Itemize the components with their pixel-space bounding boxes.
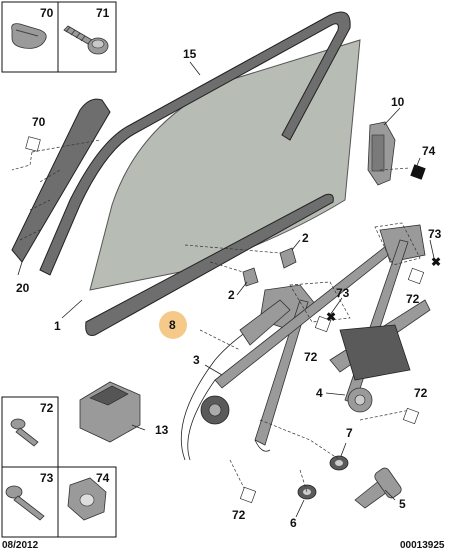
label-20: 20 bbox=[16, 281, 30, 295]
nut-74-icon bbox=[67, 477, 107, 521]
bracket-10 bbox=[367, 121, 396, 186]
label-72-b: 72 bbox=[304, 350, 318, 364]
label-72-c: 72 bbox=[414, 386, 428, 400]
label-72-d: 72 bbox=[232, 508, 246, 522]
label-15: 15 bbox=[183, 47, 197, 61]
x-mark-73-b: ✖ bbox=[326, 310, 336, 324]
highlight-circle-8 bbox=[159, 311, 187, 339]
belt-seal-8 bbox=[85, 193, 334, 336]
label-5: 5 bbox=[399, 497, 406, 511]
footer-reference: 00013925 bbox=[400, 540, 445, 551]
legend-cells-top: 70 71 bbox=[1, 1, 117, 73]
label-70: 70 bbox=[32, 115, 46, 129]
window-regulator-3 bbox=[180, 234, 406, 461]
label-73-a: 73 bbox=[428, 227, 442, 241]
label-2-b: 2 bbox=[228, 288, 235, 302]
part-74-square bbox=[410, 164, 426, 180]
label-73-b: 73 bbox=[336, 286, 350, 300]
label-7: 7 bbox=[346, 426, 353, 440]
footer-date: 08/2012 bbox=[2, 540, 39, 551]
washer-7 bbox=[329, 455, 349, 471]
dashed-box-4 bbox=[402, 407, 420, 425]
clip-70-icon bbox=[11, 23, 47, 49]
screw-71-icon bbox=[63, 25, 109, 55]
side-seal-20 bbox=[11, 98, 111, 263]
dashed-box-5 bbox=[239, 486, 257, 504]
label-leaders bbox=[17, 61, 435, 518]
crank-handle-5 bbox=[354, 467, 402, 509]
label-4: 4 bbox=[316, 386, 323, 400]
label-10: 10 bbox=[391, 95, 405, 109]
label-1: 1 bbox=[54, 319, 61, 333]
label-8: 8 bbox=[169, 318, 176, 332]
x-mark-73-a: ✖ bbox=[431, 255, 441, 269]
dashed-box-3 bbox=[407, 267, 425, 285]
label-13: 13 bbox=[155, 423, 169, 437]
label-72-a: 72 bbox=[406, 292, 420, 306]
label-6: 6 bbox=[290, 516, 297, 530]
label-74: 74 bbox=[422, 144, 436, 158]
legend-label-73: 73 bbox=[40, 471, 54, 485]
bushing-6 bbox=[297, 484, 317, 500]
clip-2-a bbox=[279, 247, 297, 269]
clip-2-b bbox=[242, 267, 259, 287]
dashed-leaders bbox=[11, 139, 421, 493]
label-3: 3 bbox=[193, 353, 200, 367]
label-2-a: 2 bbox=[302, 231, 309, 245]
legend-label-71: 71 bbox=[96, 6, 110, 20]
legend-label-72: 72 bbox=[40, 401, 54, 415]
dashed-box-1 bbox=[25, 136, 41, 152]
legend-cells-bottom: 72 73 74 bbox=[1, 396, 117, 538]
window-regulator-4 bbox=[329, 224, 431, 413]
rivet-72-icon bbox=[10, 418, 39, 447]
legend-label-74: 74 bbox=[96, 471, 110, 485]
window-switch-13 bbox=[79, 381, 141, 443]
bolt-73-icon bbox=[5, 485, 45, 521]
dashed-box-2 bbox=[314, 315, 332, 333]
legend-label-70: 70 bbox=[40, 6, 54, 20]
frame-seal-15 bbox=[39, 11, 351, 276]
